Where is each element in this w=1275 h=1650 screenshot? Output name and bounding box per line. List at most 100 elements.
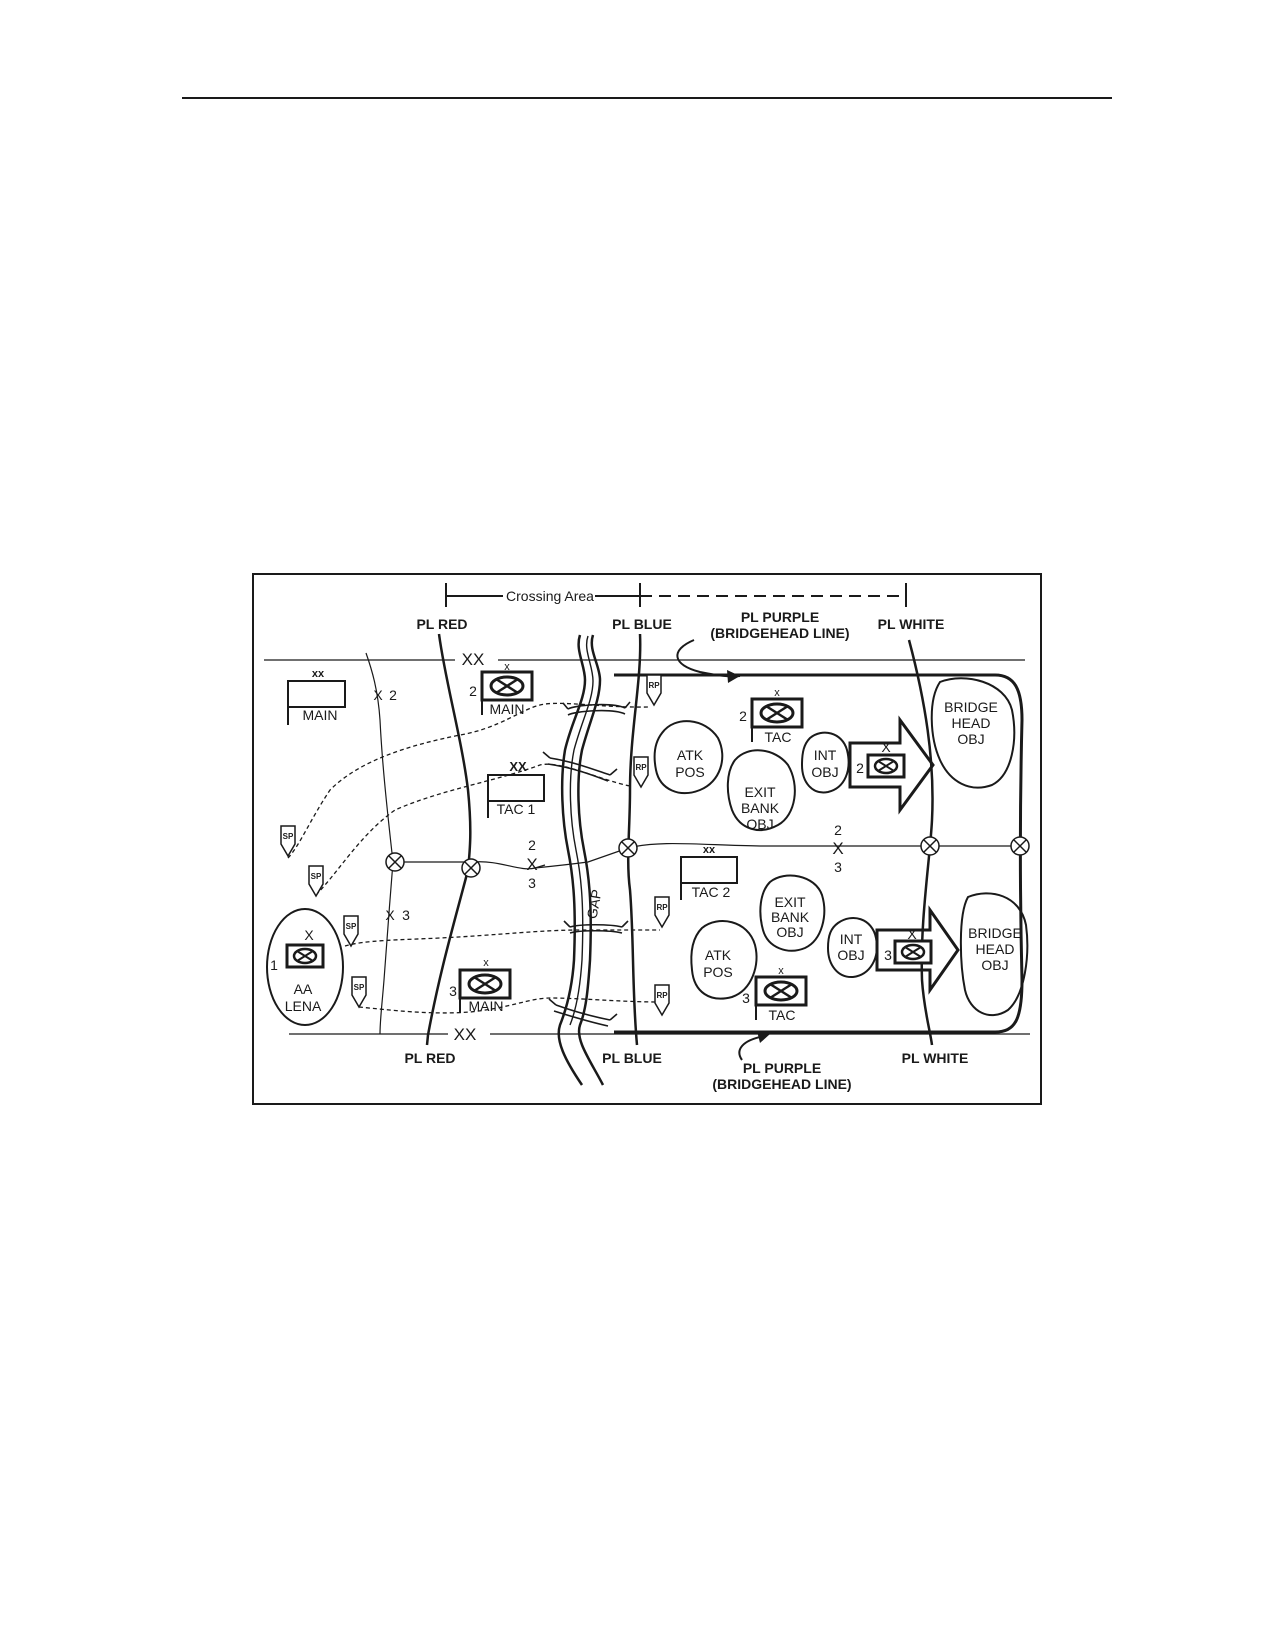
head-label: HEAD: [976, 941, 1015, 957]
pl-purple-bottom-arrowhead: [757, 1031, 770, 1043]
pl-purple-top-label: PL PURPLE: [741, 609, 819, 625]
obj-label: OBJ: [981, 957, 1008, 973]
brigade-boundary-3-right: 3: [834, 859, 842, 875]
sp-pennant-icon: [308, 865, 324, 897]
intermediate-objective-top: INT OBJ: [800, 731, 850, 794]
main-label: MAIN: [469, 998, 504, 1014]
brigade-boundary-3-mid: 3: [528, 875, 536, 891]
unit-number-3: 3: [884, 947, 892, 963]
brigade-3-tac: x 3 TAC: [742, 965, 808, 1023]
echelon-x: X: [304, 927, 314, 943]
pl-red-bottom-label: PL RED: [404, 1050, 455, 1066]
figure-frame: [252, 573, 1042, 1105]
echelon-xx: XX: [509, 759, 527, 774]
lena-label: LENA: [285, 998, 322, 1014]
unit-number-3: 3: [742, 990, 750, 1006]
pl-red-line: [425, 633, 472, 1046]
sp-point-3: SP: [343, 915, 359, 947]
rp-pennant-icon: [646, 674, 662, 706]
tcp-1-icon: [385, 852, 405, 872]
unit-number-1: 1: [270, 957, 278, 973]
tac1-label: TAC 1: [497, 801, 536, 817]
tac-label: TAC: [769, 1007, 796, 1023]
intermediate-objective-bottom: INT OBJ: [826, 917, 878, 979]
obj-label: OBJ: [957, 731, 984, 747]
brigade-boundary-x-upper: X: [373, 687, 383, 703]
river-bank-left: [557, 634, 587, 1086]
echelon-x: X: [907, 926, 917, 942]
sp-label: SP: [283, 832, 294, 841]
pl-purple-top-sublabel: (BRIDGEHEAD LINE): [710, 625, 849, 641]
pl-purple-bottom-sublabel: (BRIDGEHEAD LINE): [712, 1076, 851, 1092]
attack-position-bottom: ATK POS: [690, 920, 758, 1000]
brigade-boundary-x-lower: X: [385, 907, 395, 923]
sp-point-2: SP: [308, 865, 324, 897]
unit-number-2: 2: [856, 760, 864, 776]
unit-number-2: 2: [739, 708, 747, 724]
main-label: MAIN: [303, 707, 338, 723]
brigade-boundary-tick: [534, 864, 546, 869]
unit-number-2: 2: [469, 683, 477, 699]
bridge-label: BRIDGE: [968, 925, 1022, 941]
int-label: INT: [840, 931, 863, 947]
brigade-boundary-2-upper: 2: [389, 687, 397, 703]
unit-icon: [285, 943, 325, 969]
rp-label: RP: [656, 903, 668, 912]
unit-icon: [893, 939, 933, 965]
atk-label: ATK: [677, 747, 704, 763]
exit-bank-objective-bottom: EXIT BANK OBJ: [759, 874, 826, 952]
division-tac1-cp: XX TAC 1: [487, 759, 545, 818]
exit-label: EXIT: [774, 894, 806, 910]
rp-label: RP: [635, 763, 647, 772]
exit-label: EXIT: [744, 784, 776, 800]
sp-pennant-icon: [343, 915, 359, 947]
rp-pennant-icon: [654, 984, 670, 1016]
sp-label: SP: [354, 983, 365, 992]
pl-white-line: [907, 639, 934, 1046]
brigade-2-main: x 2 MAIN: [469, 661, 534, 717]
tcp-3-icon: [618, 838, 638, 858]
brigade-boundary-lower: [379, 861, 394, 1035]
bridge-label: BRIDGE: [944, 699, 998, 715]
sp-pennant-icon: [351, 976, 367, 1008]
unit-number-3: 3: [449, 983, 457, 999]
gap-label: GAP: [584, 888, 605, 920]
sp-point-4: SP: [351, 976, 367, 1008]
brigade-2-tac: x 2 TAC: [739, 687, 804, 745]
main-label: MAIN: [490, 701, 525, 717]
obj-label: OBJ: [837, 947, 864, 963]
bank-label: BANK: [771, 909, 810, 925]
unit-icon: [480, 670, 534, 702]
rp-point-2: RP: [633, 756, 649, 788]
assembly-area-lena: X 1 AA LENA: [266, 908, 344, 1026]
pl-blue-top-label: PL BLUE: [612, 616, 672, 632]
river-bank-right: [577, 634, 605, 1086]
pl-white-top-label: PL WHITE: [878, 616, 945, 632]
echelon-x: x: [504, 661, 510, 673]
crossing-area-bracket: [445, 583, 907, 607]
echelon-xx: xx: [312, 668, 325, 680]
pl-red-top-label: PL RED: [416, 616, 467, 632]
obj-label: OBJ: [811, 764, 838, 780]
division-echelon-bottom: XX: [454, 1025, 477, 1044]
rp-pennant-icon: [633, 756, 649, 788]
crossing-area-label: Crossing Area: [506, 588, 594, 604]
rp-pennant-icon: [654, 896, 670, 928]
division-echelon-top: XX: [462, 650, 485, 669]
obj-label: OBJ: [776, 924, 803, 940]
brigade-boundary-x-mid: X: [526, 855, 537, 874]
rp-label: RP: [656, 991, 668, 1000]
obj-label: OBJ: [746, 816, 773, 832]
echelon-xx: xx: [703, 844, 716, 856]
tac2-label: TAC 2: [692, 884, 731, 900]
sp-label: SP: [346, 922, 357, 931]
brigade-3-main: x 3 MAIN: [449, 957, 512, 1014]
echelon-x: x: [778, 965, 784, 977]
int-label: INT: [814, 747, 837, 763]
river-bank-center: [569, 635, 594, 1026]
division-main-cp: xx MAIN: [287, 668, 346, 725]
rp-label: RP: [648, 681, 660, 690]
exit-bank-objective-top: EXIT BANK OBJ: [726, 749, 796, 832]
pl-purple-top-arrowhead: [727, 670, 740, 683]
header-rule: [182, 97, 1112, 99]
